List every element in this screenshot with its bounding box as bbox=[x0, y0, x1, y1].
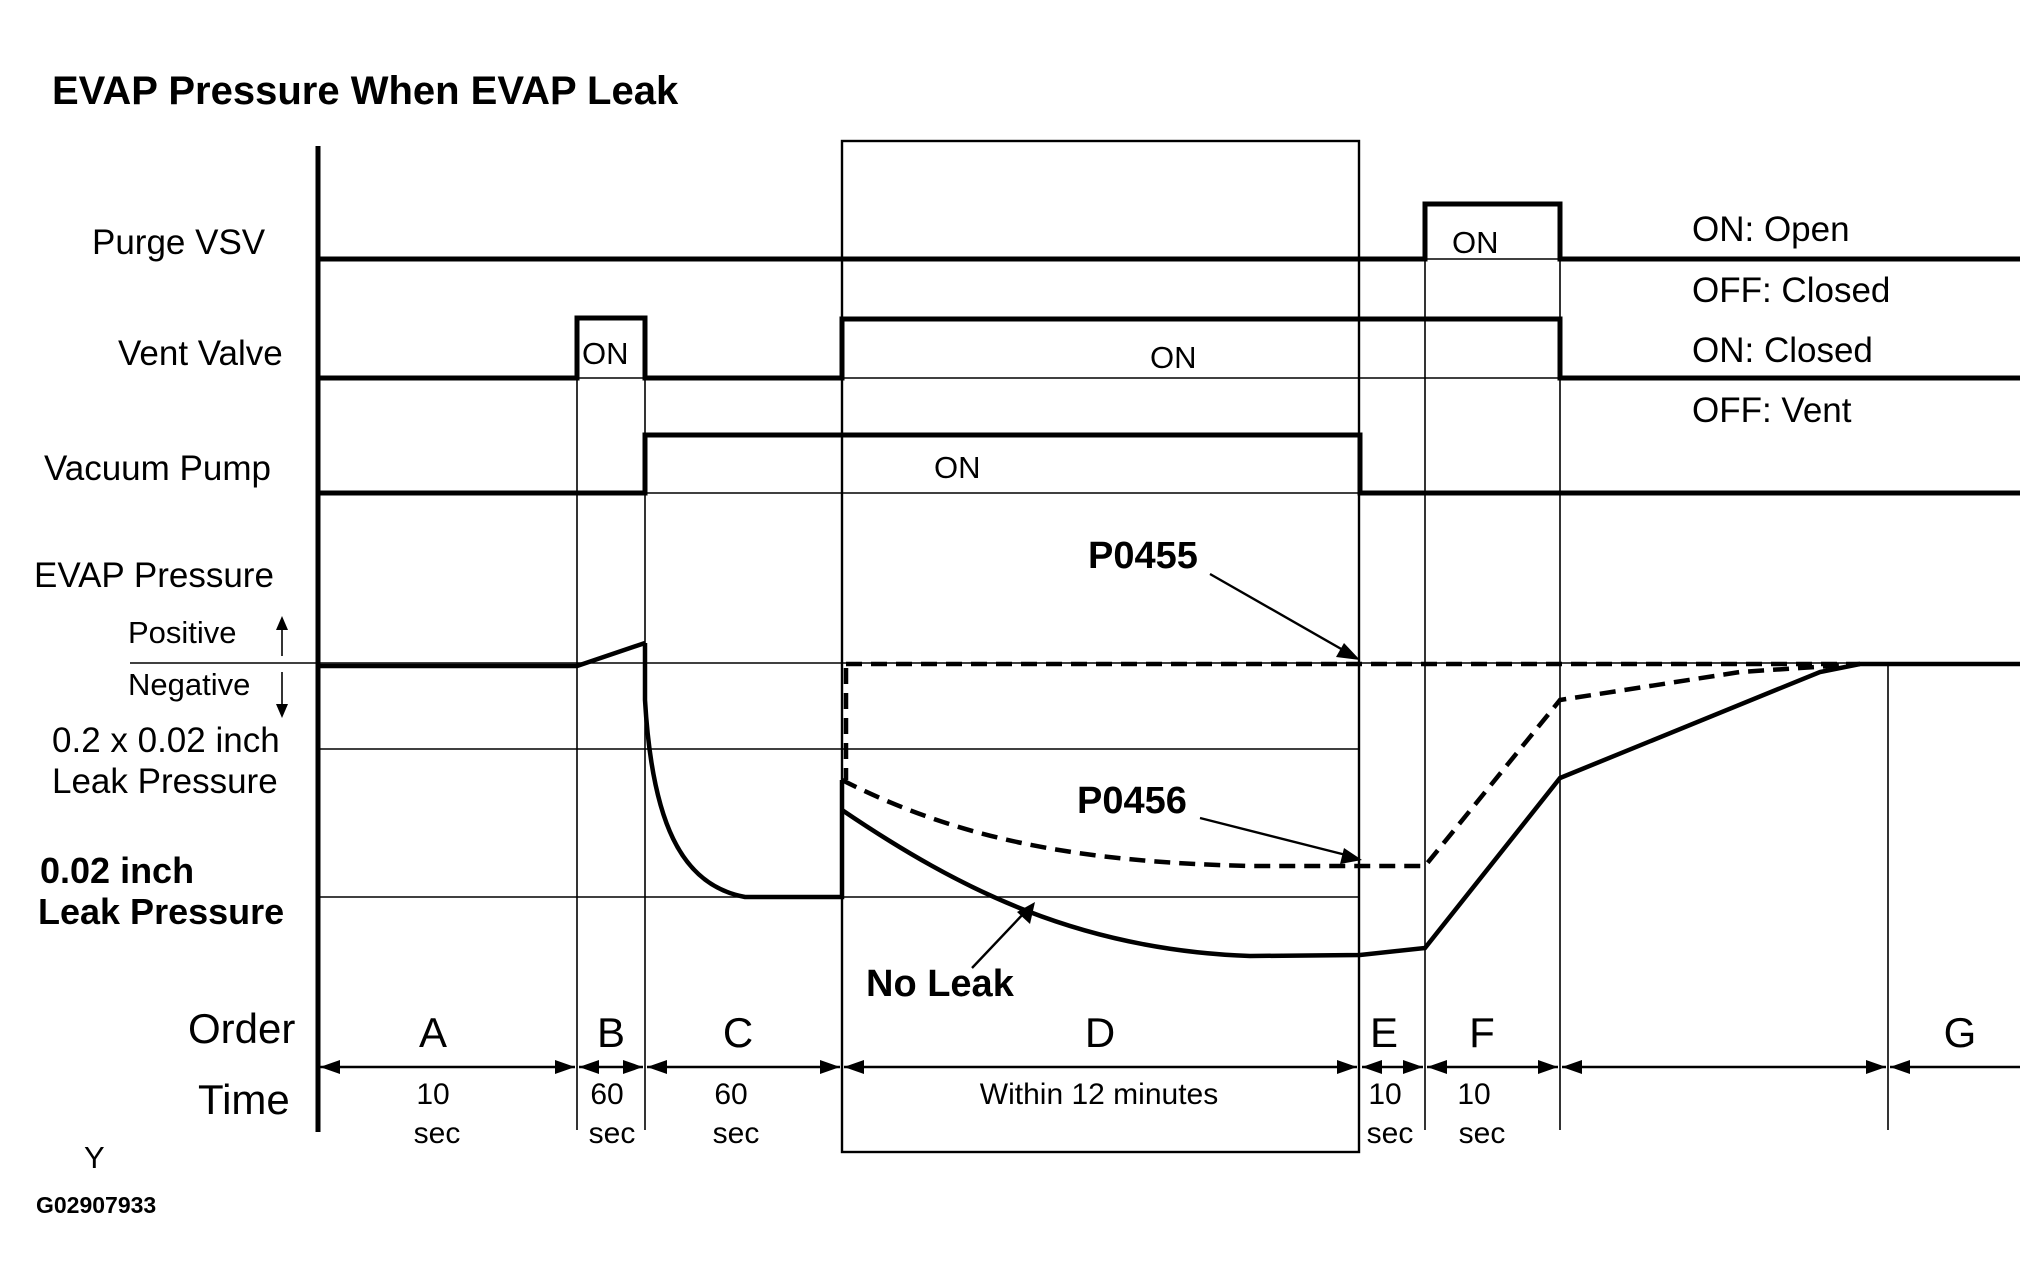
pressure-curve-no-leak bbox=[840, 661, 2020, 959]
p0455-pointer-head bbox=[1336, 643, 1360, 660]
pressure-baseline-ab bbox=[318, 640, 646, 669]
phase-time-a-value: 10 bbox=[416, 1078, 449, 1111]
duration-arrow-c-right bbox=[820, 1060, 840, 1074]
legend-purge-on: ON: Open bbox=[1692, 210, 1850, 249]
pressure-curve-bc bbox=[642, 643, 845, 900]
vent-valve-b-on-label: ON bbox=[582, 336, 629, 371]
phase-letters: A B C D E F G bbox=[419, 1009, 1976, 1056]
label-small-leak-line1: 0.2 x 0.02 inch bbox=[52, 721, 280, 760]
vacuum-pump-signal bbox=[318, 432, 2020, 496]
label-order: Order bbox=[188, 1005, 295, 1052]
pressure-curve-p0456 bbox=[840, 661, 1861, 869]
label-vent-valve: Vent Valve bbox=[118, 334, 283, 373]
phase-time-c-value: 60 bbox=[714, 1078, 747, 1111]
legend-purge-off: OFF: Closed bbox=[1692, 271, 1890, 310]
annotation-p0455: P0455 bbox=[1088, 535, 1198, 577]
phase-time-d-value: Within 12 minutes bbox=[980, 1078, 1218, 1111]
duration-arrow-e-right bbox=[1403, 1060, 1423, 1074]
phase-times: 10 sec 60 sec 60 sec Within 12 minutes 1… bbox=[414, 1078, 1506, 1150]
no-leak-pointer bbox=[971, 911, 1026, 969]
duration-arrow-d-right bbox=[1337, 1060, 1357, 1074]
duration-arrow-g-left bbox=[1890, 1060, 1910, 1074]
phase-letter-d: D bbox=[1085, 1009, 1115, 1056]
phase-time-f-unit: sec bbox=[1459, 1117, 1506, 1150]
phase-letter-f: F bbox=[1469, 1009, 1495, 1056]
phase-time-f-value: 10 bbox=[1457, 1078, 1490, 1111]
duration-arrow-fg-right bbox=[1866, 1060, 1886, 1074]
phase-letter-e: E bbox=[1370, 1009, 1398, 1056]
p0456-pointer-head bbox=[1340, 848, 1362, 864]
label-ref-leak-line2: Leak Pressure bbox=[38, 891, 284, 932]
phase-time-a-unit: sec bbox=[414, 1117, 461, 1150]
duration-arrow-b-left bbox=[579, 1060, 599, 1074]
annotation-no-leak: No Leak bbox=[866, 963, 1015, 1005]
legend-vent-off: OFF: Vent bbox=[1692, 391, 1852, 430]
purge-vsv-signal bbox=[318, 201, 2020, 262]
diagram-title: EVAP Pressure When EVAP Leak bbox=[52, 69, 679, 113]
annotation-p0456: P0456 bbox=[1077, 780, 1187, 822]
phase-time-e-value: 10 bbox=[1368, 1078, 1401, 1111]
label-time: Time bbox=[198, 1076, 290, 1123]
footer-mark: Y bbox=[84, 1140, 105, 1175]
label-purge-vsv: Purge VSV bbox=[92, 223, 266, 262]
phase-duration-arrows bbox=[320, 1060, 2020, 1074]
duration-arrow-c-left bbox=[647, 1060, 667, 1074]
phase-letter-a: A bbox=[419, 1009, 447, 1056]
duration-arrow-a-left bbox=[320, 1060, 340, 1074]
label-vacuum-pump: Vacuum Pump bbox=[44, 449, 271, 488]
pressure-direction-arrows bbox=[276, 616, 288, 718]
phase-time-c-unit: sec bbox=[713, 1117, 760, 1150]
label-positive: Positive bbox=[128, 615, 237, 650]
phase-letter-g: G bbox=[1944, 1009, 1977, 1056]
phase-letter-c: C bbox=[723, 1009, 753, 1056]
pressure-curve-p0455 bbox=[843, 661, 1860, 780]
vacuum-pump-on-label: ON bbox=[934, 450, 981, 485]
label-small-leak-line2: Leak Pressure bbox=[52, 762, 278, 801]
no-leak-pointer-head bbox=[1017, 902, 1035, 924]
duration-arrow-d-left bbox=[844, 1060, 864, 1074]
label-evap-pressure: EVAP Pressure bbox=[34, 556, 274, 595]
duration-arrow-f-right bbox=[1538, 1060, 1558, 1074]
legend-vent-on: ON: Closed bbox=[1692, 331, 1873, 370]
duration-arrow-e-left bbox=[1362, 1060, 1382, 1074]
phase-d-box bbox=[840, 139, 1361, 1154]
annotation-arrows bbox=[971, 572, 1362, 969]
figure-id: G02907933 bbox=[36, 1192, 156, 1218]
p0456-pointer bbox=[1199, 816, 1351, 858]
negative-arrow-head bbox=[276, 704, 288, 718]
duration-arrow-a-right bbox=[555, 1060, 575, 1074]
phase-time-b-value: 60 bbox=[590, 1078, 623, 1111]
purge-vsv-on-label: ON bbox=[1452, 225, 1499, 260]
label-ref-leak-line1: 0.02 inch bbox=[40, 850, 194, 891]
phase-letter-b: B bbox=[597, 1009, 625, 1056]
positive-arrow-head bbox=[276, 616, 288, 630]
p0455-pointer bbox=[1209, 572, 1351, 656]
vent-valve-signal bbox=[318, 315, 2020, 381]
phase-time-e-unit: sec bbox=[1367, 1117, 1414, 1150]
duration-arrow-b-right bbox=[623, 1060, 643, 1074]
label-negative: Negative bbox=[128, 667, 250, 702]
phase-boundaries bbox=[576, 255, 1889, 1130]
vent-valve-def-on-label: ON bbox=[1150, 340, 1197, 375]
duration-arrow-fg-left bbox=[1562, 1060, 1582, 1074]
duration-arrow-f-left bbox=[1427, 1060, 1447, 1074]
phase-time-b-unit: sec bbox=[589, 1117, 636, 1150]
